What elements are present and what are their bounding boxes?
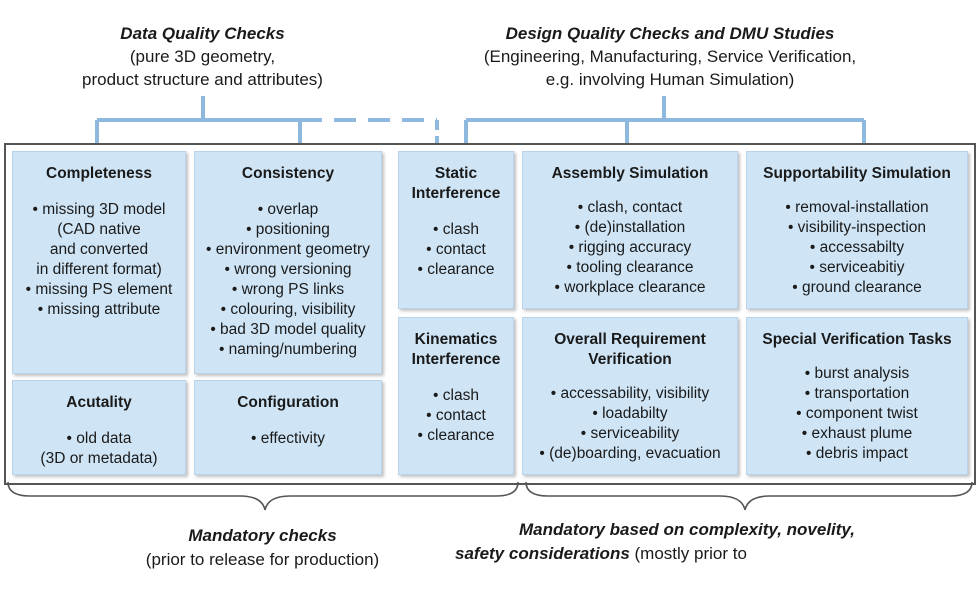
list-item: • debris impact [806, 445, 908, 462]
label-title-line2: safety considerations [455, 544, 630, 563]
box-title-line2: Interference [411, 185, 501, 202]
special-verification-box: Special Verification Tasks • burst analy… [746, 317, 968, 475]
item-list: • overlap • positioning • environment ge… [195, 200, 381, 360]
header-title: Design Quality Checks and DMU Studies [505, 24, 835, 43]
label-line2: safety considerations (mostly prior to [455, 542, 915, 566]
box-title: Overall Requirement Verification [523, 330, 737, 370]
box-title-line1: Static [434, 165, 478, 182]
list-item: • contact [426, 241, 486, 258]
header-subtitle-line2: e.g. involving Human Simulation) [545, 70, 795, 89]
list-item: • colouring, visibility [220, 301, 356, 318]
list-item: • burst analysis [804, 365, 910, 382]
list-item: • (de)installation [574, 219, 686, 236]
list-item: • positioning [246, 221, 330, 238]
mandatory-checks-label: Mandatory checks (prior to release for p… [95, 524, 430, 572]
box-title: Assembly Simulation [551, 165, 709, 182]
header-title: Data Quality Checks [120, 24, 285, 43]
right-brace [525, 481, 973, 511]
item-list: • effectivity [195, 429, 381, 449]
list-item: • old data [66, 430, 132, 447]
list-item: (CAD native [57, 221, 141, 238]
box-title: Configuration [237, 394, 339, 411]
box-title: Special Verification Tasks [762, 331, 952, 348]
item-list: • clash • contact • clearance [399, 386, 513, 446]
list-item: • serviceability [580, 425, 680, 442]
list-item: • component twist [796, 405, 918, 422]
box-title: Supportability Simulation [763, 165, 951, 182]
box-title-line1: Kinematics [414, 331, 498, 348]
label-subtitle: (prior to release for production) [145, 550, 380, 569]
top-connectors [95, 96, 866, 143]
box-title-line2: Verification [588, 351, 672, 368]
completeness-box: Completeness • missing 3D model (CAD nat… [12, 151, 186, 374]
list-item: • environment geometry [206, 241, 370, 258]
list-item: • bad 3D model quality [210, 321, 366, 338]
box-title-line1: Overall Requirement [554, 331, 706, 348]
list-item: • overlap [257, 201, 319, 218]
list-item: • accessability, visibility [550, 385, 710, 402]
item-list: • removal-installation • visibility-insp… [747, 198, 967, 298]
bottom-braces [7, 481, 973, 511]
data-quality-header: Data Quality Checks (pure 3D geometry, p… [50, 22, 355, 91]
list-item: • (de)boarding, evacuation [539, 445, 721, 462]
label-title: Mandatory checks [188, 526, 337, 545]
box-title: Kinematics Interference [399, 330, 513, 370]
list-item: • effectivity [250, 430, 326, 447]
list-item: • clash [433, 221, 479, 238]
item-list: • old data (3D or metadata) [13, 429, 185, 469]
item-list: • accessability, visibility • loadabilty… [523, 384, 737, 464]
box-title: Acutality [66, 394, 132, 411]
header-subtitle-line2: product structure and attributes) [82, 70, 323, 89]
box-title: Completeness [46, 165, 152, 182]
list-item: in different format) [36, 261, 162, 278]
list-item: • wrong PS links [231, 281, 345, 298]
item-list: • burst analysis • transportation • comp… [747, 364, 967, 464]
consistency-box: Consistency • overlap • positioning • en… [194, 151, 382, 374]
list-item: (3D or metadata) [40, 450, 158, 467]
mandatory-complexity-label: Mandatory based on complexity, novelity,… [455, 518, 915, 566]
item-list: • clash, contact • (de)installation • ri… [523, 198, 737, 298]
overall-requirement-box: Overall Requirement Verification • acces… [522, 317, 738, 475]
left-brace [7, 481, 519, 511]
list-item: • loadabilty [592, 405, 668, 422]
item-list: • clash • contact • clearance [399, 220, 513, 280]
configuration-box: Configuration • effectivity [194, 380, 382, 475]
list-item: • missing 3D model [32, 201, 166, 218]
design-quality-header: Design Quality Checks and DMU Studies (E… [450, 22, 890, 91]
supportability-simulation-box: Supportability Simulation • removal-inst… [746, 151, 968, 309]
header-subtitle-line1: (pure 3D geometry, [129, 47, 276, 66]
assembly-simulation-box: Assembly Simulation • clash, contact • (… [522, 151, 738, 309]
list-item: • ground clearance [792, 279, 922, 296]
list-item: • removal-installation [785, 199, 929, 216]
list-item: • clearance [417, 261, 495, 278]
list-item: • tooling clearance [566, 259, 694, 276]
label-title-line1: Mandatory based on complexity, novelity, [519, 520, 855, 539]
list-item: • contact [426, 407, 486, 424]
list-item: • naming/numbering [218, 341, 358, 358]
list-item: • serviceabitiy [809, 259, 905, 276]
list-item: • missing PS element [25, 281, 173, 298]
list-item: • workplace clearance [554, 279, 706, 296]
list-item: • exhaust plume [801, 425, 913, 442]
box-title: Static Interference [399, 164, 513, 204]
box-title: Consistency [241, 165, 335, 182]
list-item: and converted [49, 241, 149, 258]
list-item: • clash [433, 387, 479, 404]
header-subtitle-line1: (Engineering, Manufacturing, Service Ver… [483, 47, 857, 66]
list-item: • clash, contact [577, 199, 683, 216]
static-interference-box: Static Interference • clash • contact • … [398, 151, 514, 309]
actuality-box: Acutality • old data (3D or metadata) [12, 380, 186, 475]
list-item: • wrong versioning [224, 261, 352, 278]
list-item: • missing attribute [37, 301, 161, 318]
list-item: • clearance [417, 427, 495, 444]
box-title-line2: Interference [411, 351, 501, 368]
list-item: • rigging accuracy [568, 239, 692, 256]
list-item: • visibility-inspection [787, 219, 927, 236]
item-list: • missing 3D model (CAD native and conve… [13, 200, 185, 320]
list-item: • transportation [804, 385, 910, 402]
list-item: • accessabilty [809, 239, 905, 256]
label-line2-rest: (mostly prior to [629, 544, 747, 563]
kinematics-interference-box: Kinematics Interference • clash • contac… [398, 317, 514, 475]
